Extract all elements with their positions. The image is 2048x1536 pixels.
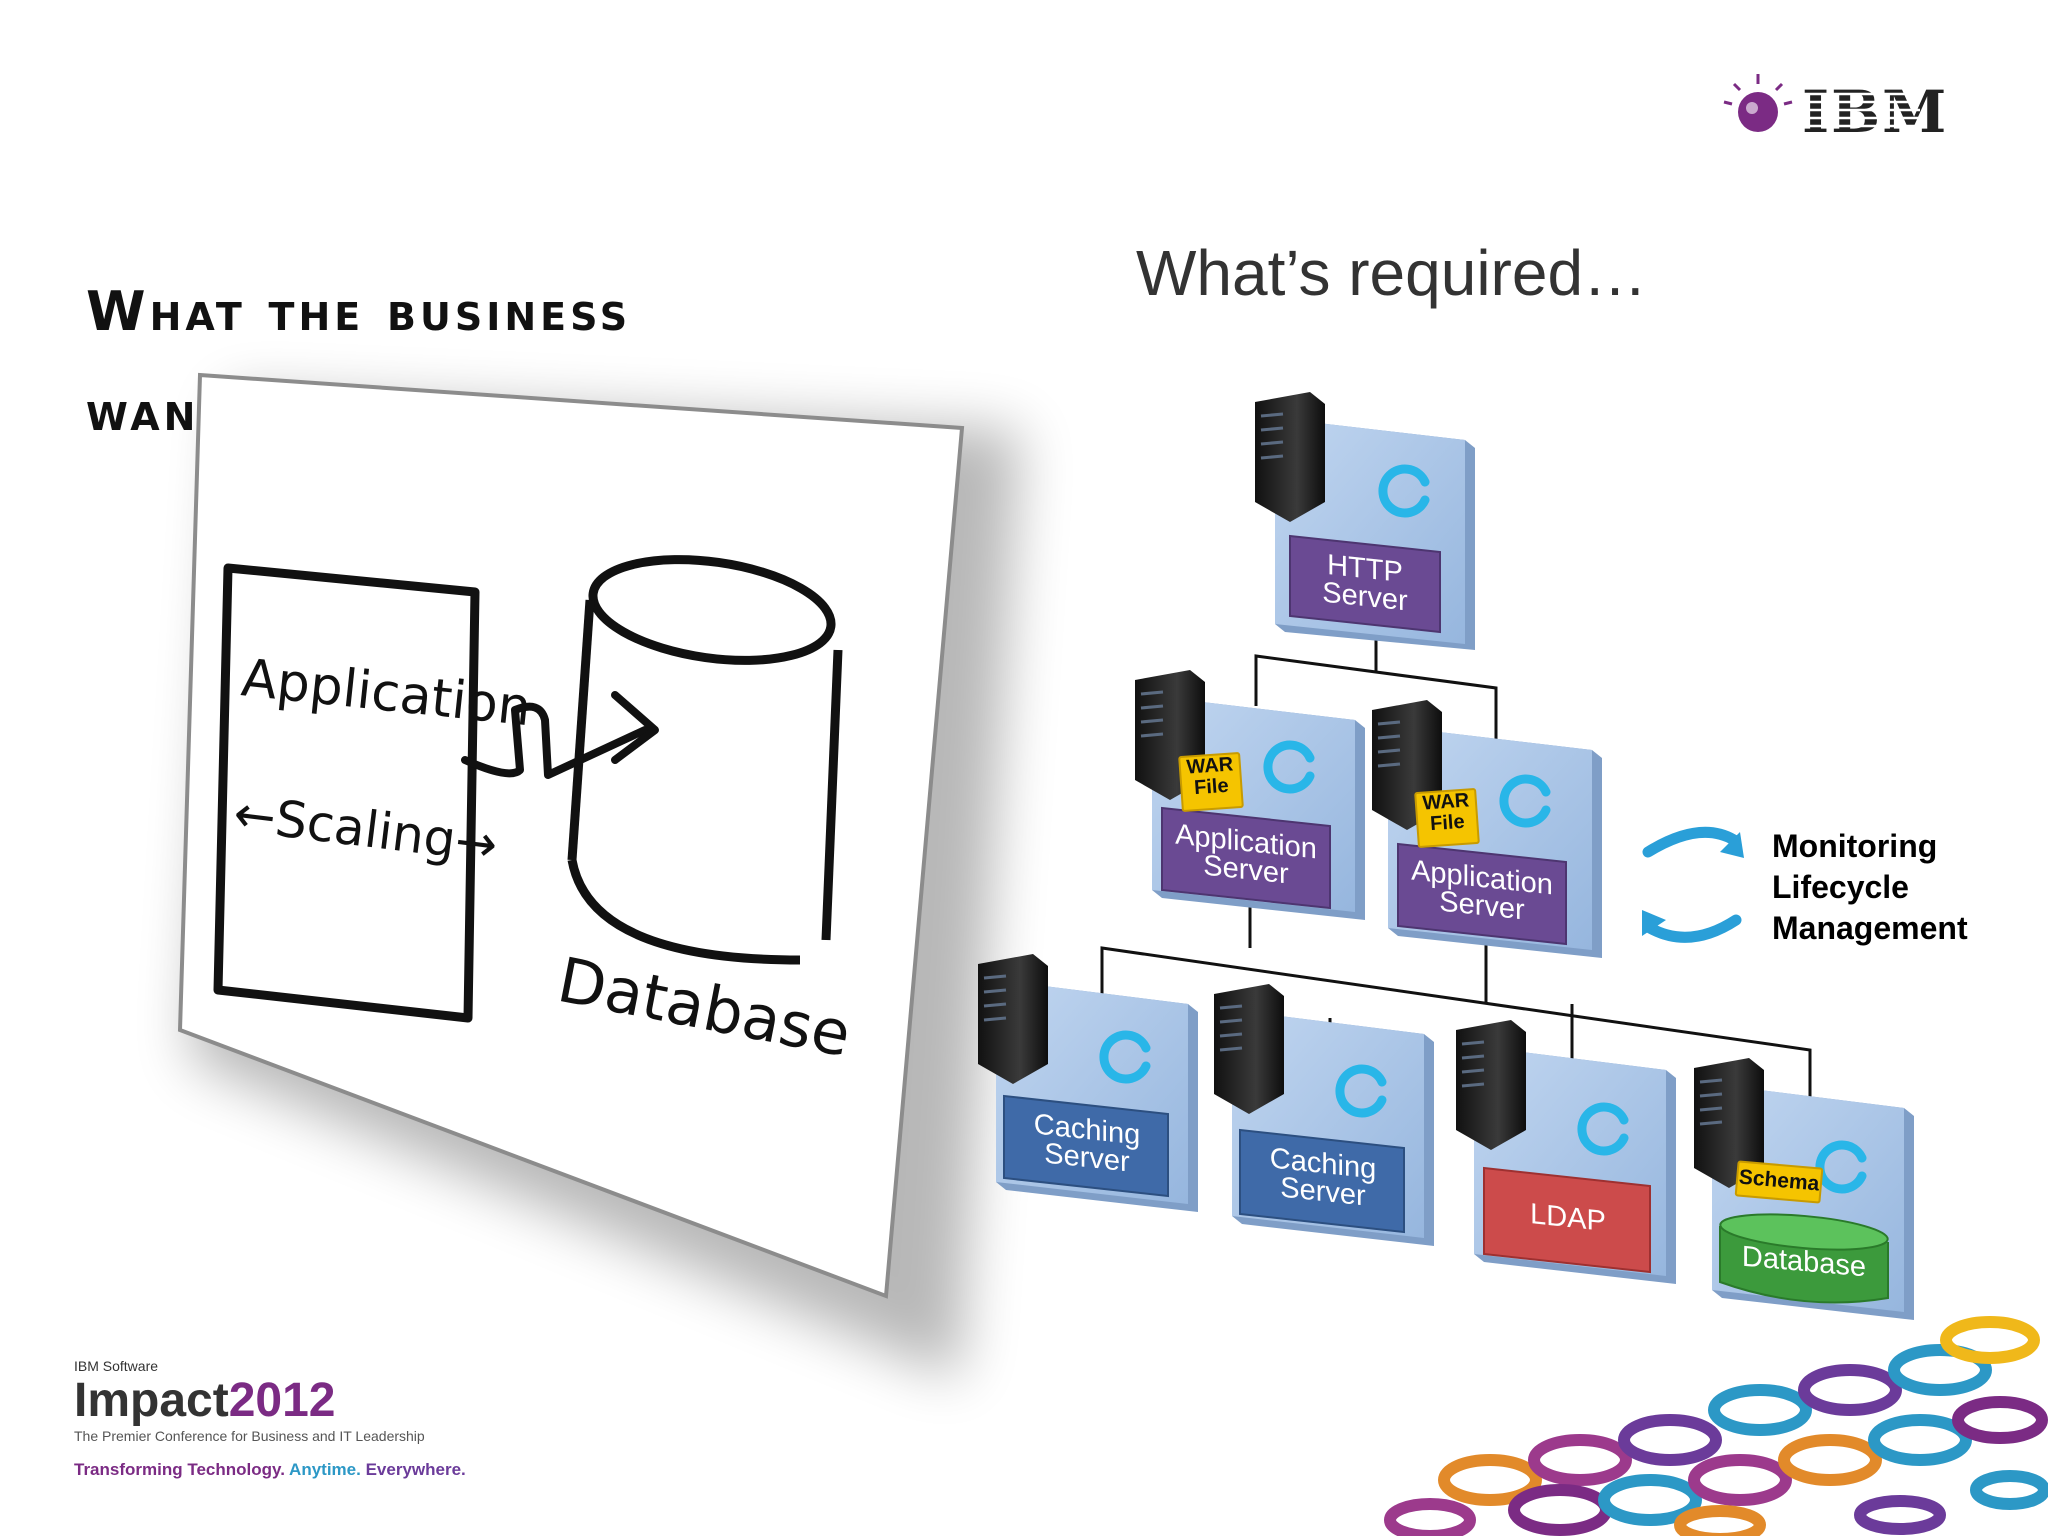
- war-file-tag-1: WAR File: [1178, 751, 1244, 813]
- ibm-logo-text: IBM: [1802, 78, 1948, 146]
- database-label: Database: [1741, 1240, 1867, 1284]
- server-rack-icon: [1212, 982, 1286, 1116]
- application-box-sketch: [213, 563, 480, 1023]
- footer-year: 2012: [228, 1374, 336, 1427]
- legend-monitoring: Monitoring: [1772, 828, 1938, 864]
- arrow-app-to-db-sketch: [461, 702, 649, 779]
- legend-lifecycle: Lifecycle: [1772, 869, 1909, 905]
- footer-tagline-b: Anytime.: [289, 1460, 361, 1479]
- ldap-node: [1454, 1018, 1676, 1284]
- footer-impact-word: Impact: [74, 1374, 229, 1427]
- caching-server-node-2: [1212, 982, 1434, 1246]
- legend: Monitoring Lifecycle Management: [1772, 826, 1968, 949]
- server-rack-icon: [1454, 1018, 1528, 1152]
- globe-icon: [1723, 74, 1793, 132]
- server-rack-icon: [1253, 390, 1327, 524]
- footer-impact-logo: Impact2012: [74, 1376, 466, 1426]
- title-right: What’s required…: [1136, 237, 1648, 309]
- application-server-node-1: [1133, 668, 1365, 920]
- footer-ibm-software: IBM Software: [74, 1358, 159, 1374]
- server-rack-icon: [976, 952, 1050, 1086]
- footer-tagline-c: Everywhere.: [365, 1460, 466, 1479]
- footer-tagline: Transforming Technology. Anytime. Everyw…: [74, 1460, 466, 1480]
- http-server-node: [1253, 390, 1475, 650]
- schema-tag: Schema: [1734, 1160, 1824, 1204]
- footer-tagline-small: The Premier Conference for Business and …: [74, 1428, 425, 1444]
- caching-server-node-1: [976, 952, 1198, 1212]
- war-file-tag-2: WAR File: [1414, 787, 1480, 849]
- ibm-logo: IBM: [1723, 74, 1948, 146]
- database-cylinder-sketch: [567, 555, 843, 965]
- footer-tagline-a: Transforming Technology.: [74, 1460, 285, 1479]
- decorative-ribbons: [1384, 1316, 2048, 1536]
- http-server-label: HTTP Server: [1322, 549, 1408, 618]
- footer: IBM Software Impact2012 The Premier Conf…: [74, 1358, 466, 1480]
- application-server-node-2: [1370, 698, 1602, 958]
- database-cylinder-icon: [1719, 1213, 1889, 1304]
- legend-management: Management: [1772, 910, 1968, 946]
- connector-lines: [1100, 630, 1812, 1102]
- legend-refresh-icon: [1642, 826, 1744, 943]
